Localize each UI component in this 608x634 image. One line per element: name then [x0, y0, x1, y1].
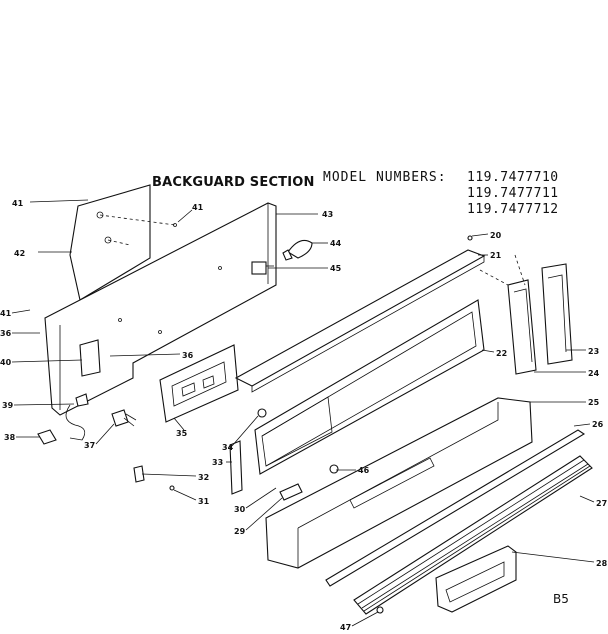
part-34-screw	[257, 408, 267, 418]
callout-26: 26	[592, 420, 604, 429]
part-40-bracket	[79, 339, 101, 377]
callout-40: 40	[0, 358, 12, 367]
callout-37: 37	[84, 441, 95, 450]
callout-39: 39	[2, 401, 14, 410]
callout-27: 27	[596, 499, 607, 508]
part-39-wire-harness	[65, 393, 89, 441]
model-number-2: 119.7477711	[467, 186, 559, 201]
callout-33: 33	[212, 458, 223, 467]
part-47-screw	[376, 606, 384, 614]
callout-41: 41	[12, 199, 24, 208]
part-24-side-bracket	[507, 279, 537, 375]
part-33-end-cap	[229, 440, 243, 495]
part-32-clip	[133, 465, 145, 483]
callout-labels: 41 42 41 43 44 45 41 36 40 36 39 38 37 3…	[0, 199, 608, 632]
part-26-trim-rail	[325, 429, 586, 587]
callout-43: 43	[322, 210, 333, 219]
part-20-screw	[467, 235, 473, 241]
callout-35: 35	[176, 429, 188, 438]
part-28-end-cap	[435, 545, 517, 613]
callout-42: 42	[14, 249, 25, 258]
part-23-side-bracket	[541, 263, 573, 365]
part-45-lamp-socket	[251, 261, 274, 275]
callout-22: 22	[496, 349, 507, 358]
page-code: B5	[553, 592, 569, 606]
part-37-switch	[111, 409, 137, 427]
leader-lines	[11, 199, 595, 627]
callout-44: 44	[330, 239, 342, 248]
part-35-control-plate	[159, 344, 239, 423]
callout-29: 29	[234, 527, 246, 536]
callout-38: 38	[4, 433, 16, 442]
part-38-plug	[37, 429, 57, 445]
part-42-cover-plate	[69, 184, 176, 301]
callout-23: 23	[588, 347, 599, 356]
part-31-screw	[169, 485, 175, 491]
callout-47: 47	[340, 623, 351, 632]
part-29-spacer	[279, 483, 303, 501]
callout-34: 34	[222, 443, 234, 452]
callout-41: 41	[0, 309, 12, 318]
part-21-top-trim	[234, 249, 486, 393]
callout-36: 36	[182, 351, 194, 360]
callout-28: 28	[596, 559, 608, 568]
part-27-extrusion	[353, 455, 593, 615]
model-number-3: 119.7477712	[467, 202, 559, 217]
callout-45: 45	[330, 264, 342, 273]
callout-21: 21	[490, 251, 502, 260]
part-44-lamp	[282, 239, 313, 261]
callout-30: 30	[234, 505, 246, 514]
part-46-nut	[329, 464, 339, 474]
model-numbers-label: MODEL NUMBERS:	[323, 170, 447, 185]
alignment-dashes	[479, 254, 526, 286]
callout-41: 41	[192, 203, 204, 212]
section-title: BACKGUARD SECTION	[152, 175, 315, 190]
callout-32: 32	[198, 473, 209, 482]
callout-36: 36	[0, 329, 12, 338]
part-43-back-panel	[44, 202, 277, 416]
part-25-lower-frame	[265, 397, 533, 569]
model-number-1: 119.7477710	[467, 170, 559, 185]
callout-24: 24	[588, 369, 600, 378]
callout-25: 25	[588, 398, 600, 407]
callout-20: 20	[490, 231, 502, 240]
callout-46: 46	[358, 466, 370, 475]
callout-31: 31	[198, 497, 210, 506]
